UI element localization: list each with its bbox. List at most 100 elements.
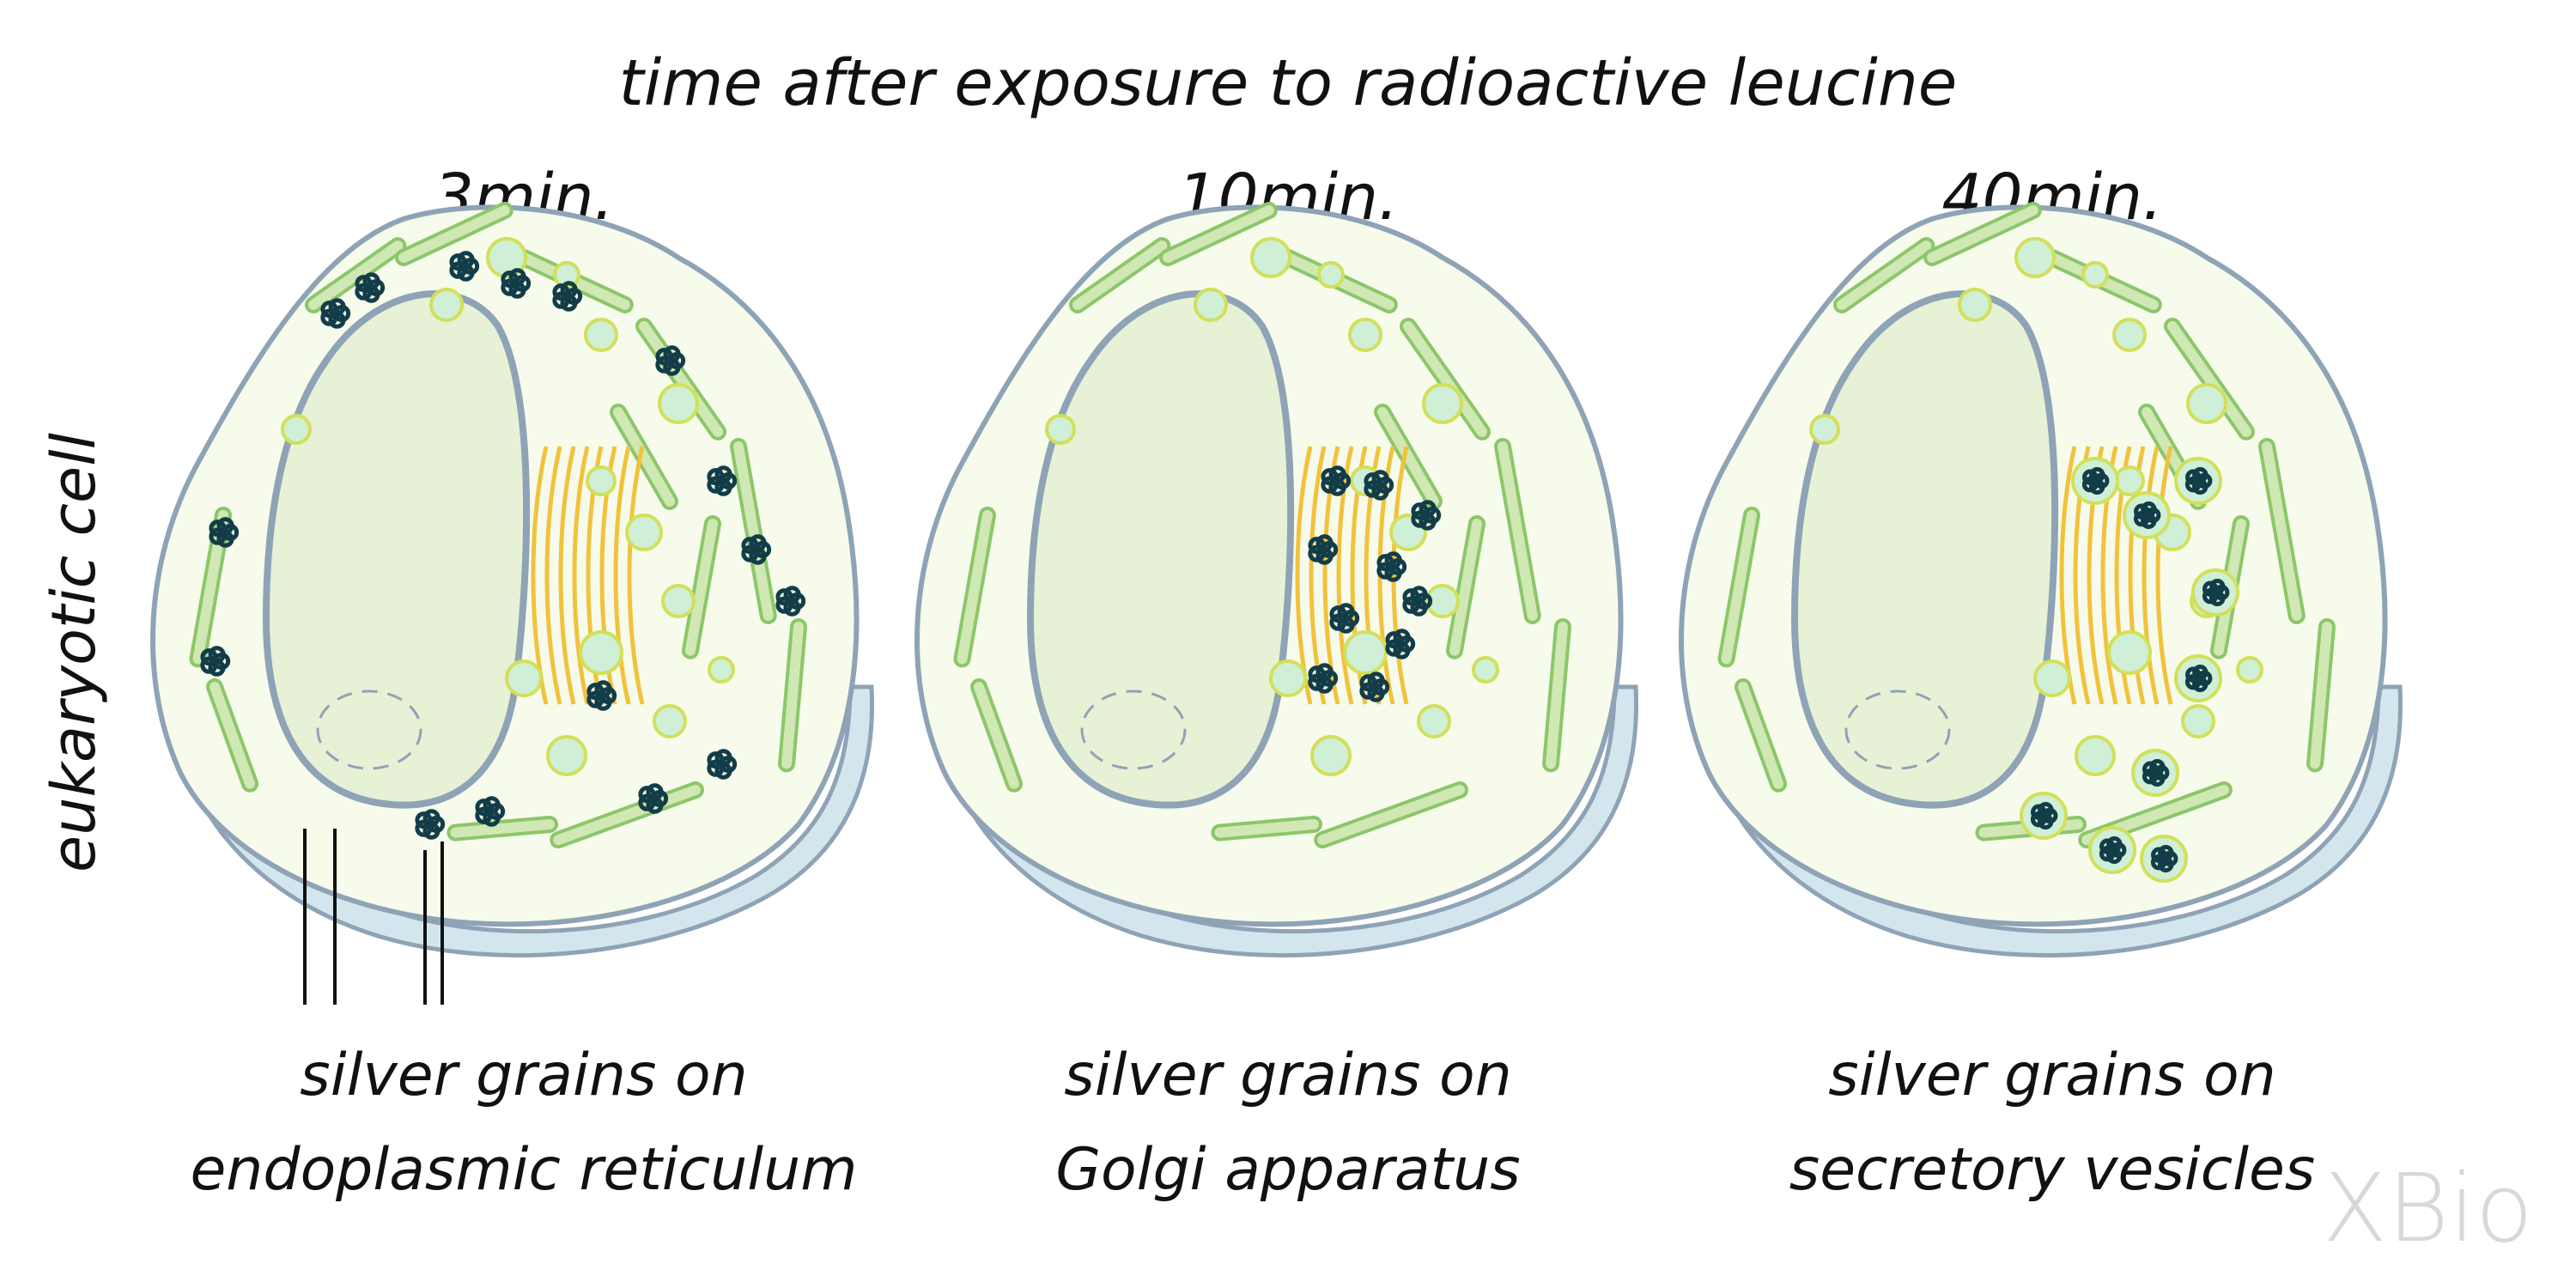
silver-grain-core xyxy=(561,290,573,302)
silver-grain-cluster xyxy=(1385,629,1416,659)
silver-grain-cluster xyxy=(320,298,351,329)
silver-grain-cluster xyxy=(200,646,231,677)
er-lumen xyxy=(1837,240,1932,310)
er-lumen xyxy=(1498,441,1538,621)
silver-grain-core xyxy=(483,805,495,817)
silver-grain-cluster xyxy=(501,268,532,299)
er-lumen xyxy=(613,407,675,507)
vesicle xyxy=(625,513,663,551)
er-lumen xyxy=(957,510,993,665)
vesicle xyxy=(1250,237,1291,278)
er-lumen xyxy=(1403,321,1488,437)
er-lumen xyxy=(308,240,404,310)
silver-grain-core xyxy=(595,690,607,702)
nucleus xyxy=(1790,290,2059,809)
caption-line-1: silver grains on xyxy=(1828,1042,2275,1109)
silver-grain-core xyxy=(329,307,341,319)
vesicle xyxy=(2075,735,2116,776)
golgi-cisterna xyxy=(544,446,562,705)
silver-grain-core xyxy=(423,818,435,830)
er-lumen xyxy=(2262,441,2302,621)
silver-grain-core xyxy=(2150,768,2160,778)
silver-grain-cluster xyxy=(1402,586,1433,617)
silver-grain-cluster xyxy=(1321,465,1352,496)
vesicle xyxy=(658,383,699,424)
er-lumen xyxy=(1317,785,1465,846)
vesicle xyxy=(1045,414,1076,445)
silver-grain-core xyxy=(209,655,221,667)
golgi-cisterna xyxy=(558,446,576,705)
silver-grain-cluster xyxy=(655,345,686,376)
vesicle xyxy=(2014,237,2056,278)
silver-grain-core xyxy=(1316,672,1328,684)
silver-grain-cluster xyxy=(1308,663,1339,694)
vesicle xyxy=(1317,261,1345,289)
er-lumen xyxy=(2167,321,2252,437)
silver-grain-core xyxy=(1368,681,1380,693)
nucleolus xyxy=(1844,690,1951,770)
vesicle xyxy=(1422,383,1463,424)
caption-line-2: secretory vesicles xyxy=(1789,1136,2315,1204)
vesicle xyxy=(1310,735,1352,776)
silver-grain-cluster xyxy=(741,534,772,565)
silver-grain-cluster xyxy=(449,251,480,282)
silver-grain-cluster xyxy=(1308,534,1339,565)
silver-grain-core xyxy=(2159,854,2169,864)
silver-grain-cluster xyxy=(586,680,617,711)
er-lumen xyxy=(1546,622,1568,769)
watermark-logo: XBio xyxy=(2323,1153,2533,1263)
vesicle xyxy=(486,237,527,278)
golgi-cisterna xyxy=(2155,446,2173,705)
vesicle xyxy=(653,704,687,738)
silver-grain-cluster xyxy=(552,281,583,312)
er-lumen xyxy=(1072,240,1168,310)
silver-grain-core xyxy=(2090,476,2100,486)
silver-grain-core xyxy=(784,595,796,607)
er-lumen xyxy=(733,441,774,621)
silver-grain-cluster xyxy=(1411,500,1442,531)
er-lumen xyxy=(1738,682,1784,789)
silver-grain-cluster xyxy=(2150,844,2178,873)
er-lumen xyxy=(684,519,718,656)
er-lumen xyxy=(639,321,724,437)
silver-grain-core xyxy=(1338,612,1350,624)
silver-grains xyxy=(1308,465,1442,702)
vesicle xyxy=(1425,584,1460,618)
vesicle xyxy=(1194,288,1228,322)
silver-grain-core xyxy=(2142,510,2152,520)
silver-grains xyxy=(2020,457,2239,883)
er-lumen xyxy=(2310,622,2332,769)
caption-line-2: endoplasmic reticulum xyxy=(190,1136,857,1204)
silver-grain-core xyxy=(2107,845,2117,855)
side-label: eukaryotic cell xyxy=(39,432,109,872)
caption-line-1: silver grains on xyxy=(300,1042,747,1109)
silver-grain-cluster xyxy=(475,796,506,827)
silver-grains xyxy=(200,251,806,840)
silver-grain-core xyxy=(1419,509,1431,521)
nucleus xyxy=(1026,290,1295,809)
vesicle xyxy=(1809,414,1840,445)
silver-grain-core xyxy=(217,526,229,538)
vesicle xyxy=(708,656,735,683)
golgi-cisterna xyxy=(613,446,631,705)
vesicle xyxy=(1269,659,1307,697)
vesicle xyxy=(2107,630,2152,675)
silver-grain-core xyxy=(1372,479,1384,491)
er-lumen xyxy=(1721,510,1757,665)
vesicle xyxy=(2033,659,2071,697)
nucleolus xyxy=(316,690,422,770)
nucleus xyxy=(262,290,531,809)
silver-grain-core xyxy=(2193,673,2203,683)
silver-grain-core xyxy=(664,355,676,367)
silver-grain-cluster xyxy=(209,517,240,548)
caption-line-1: silver grains on xyxy=(1064,1042,1511,1109)
vesicle xyxy=(1348,318,1382,352)
vesicle xyxy=(429,288,464,322)
silver-grain-core xyxy=(458,260,470,272)
vesicle xyxy=(1417,704,1451,738)
silver-grain-cluster xyxy=(2202,578,2230,607)
